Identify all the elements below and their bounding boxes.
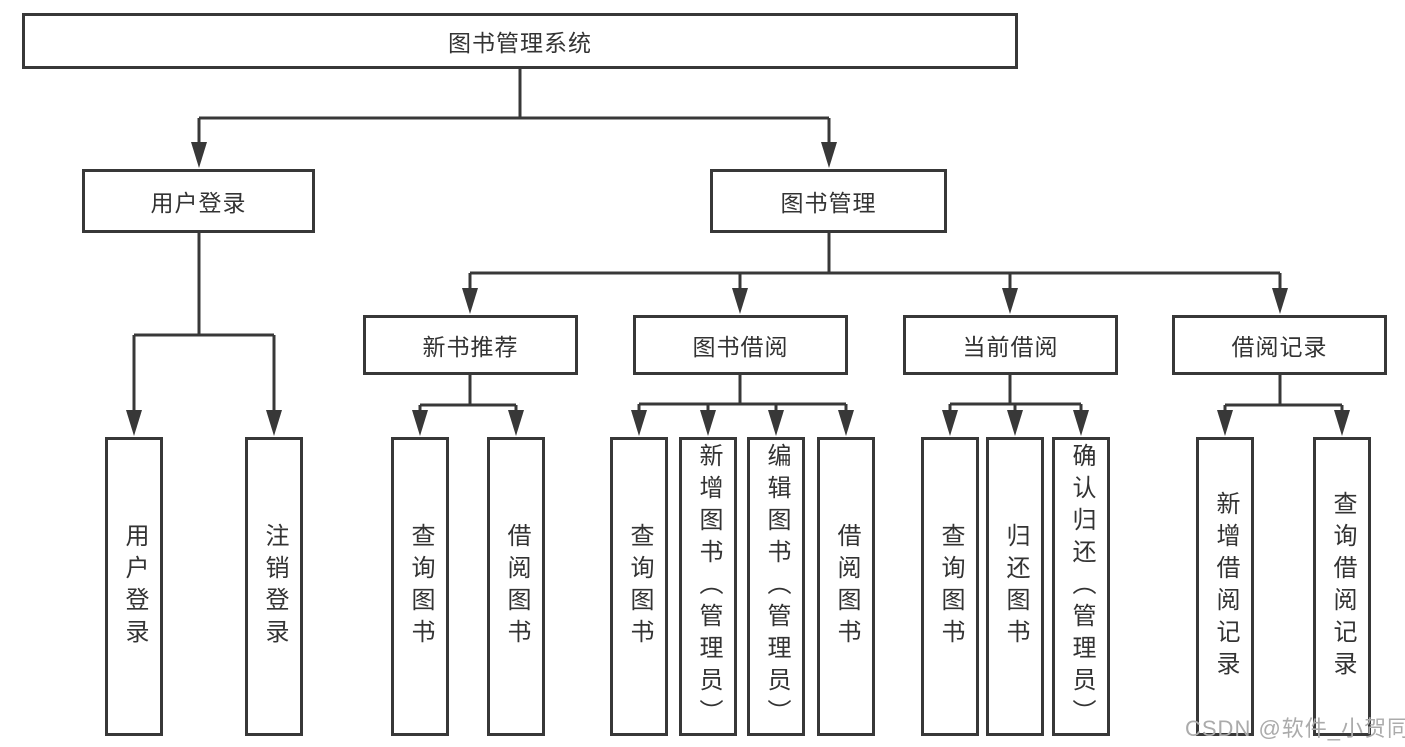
arrow-down-icon [732,288,748,314]
node-bb-edit-books: 编辑图书（管理员） [747,437,805,736]
node-root: 图书管理系统 [22,13,1018,69]
arrow-down-icon [700,410,716,436]
node-cb-return-books: 归还图书 [986,437,1044,736]
node-cb-confirm-return: 确认归还（管理员） [1052,437,1110,736]
arrow-down-icon [1272,288,1288,314]
arrow-down-icon [126,410,142,436]
arrow-down-icon [508,410,524,436]
arrow-down-icon [838,410,854,436]
node-bb-add-books: 新增图书（管理员） [679,437,737,736]
csdn-watermark: CSDN @软件_小贺同学 [1185,716,1405,741]
arrow-down-icon [1002,288,1018,314]
node-book-management: 图书管理 [710,169,947,233]
node-bb-borrow-books: 借阅图书 [817,437,875,736]
node-nbr-borrow-books: 借阅图书 [487,437,545,736]
arrow-down-icon [821,142,837,168]
arrow-down-icon [462,288,478,314]
node-logout: 注销登录 [245,437,303,736]
node-br-query-record: 查询借阅记录 [1313,437,1371,736]
arrow-down-icon [1217,410,1233,436]
arrow-down-icon [1334,410,1350,436]
arrow-down-icon [942,410,958,436]
arrow-down-icon [768,410,784,436]
arrow-down-icon [191,142,207,168]
node-borrowing-records: 借阅记录 [1172,315,1387,375]
node-user-login: 用户登录 [82,169,315,233]
node-new-book-recommend: 新书推荐 [363,315,578,375]
node-book-borrowing: 图书借阅 [633,315,848,375]
arrow-down-icon [631,410,647,436]
arrow-down-icon [1007,410,1023,436]
arrow-down-icon [412,410,428,436]
arrow-down-icon [1073,410,1089,436]
node-current-borrowing: 当前借阅 [903,315,1118,375]
node-nbr-query-books: 查询图书 [391,437,449,736]
node-br-add-record: 新增借阅记录 [1196,437,1254,736]
node-bb-query-books: 查询图书 [610,437,668,736]
node-login: 用户登录 [105,437,163,736]
node-cb-query-books: 查询图书 [921,437,979,736]
arrow-down-icon [266,410,282,436]
